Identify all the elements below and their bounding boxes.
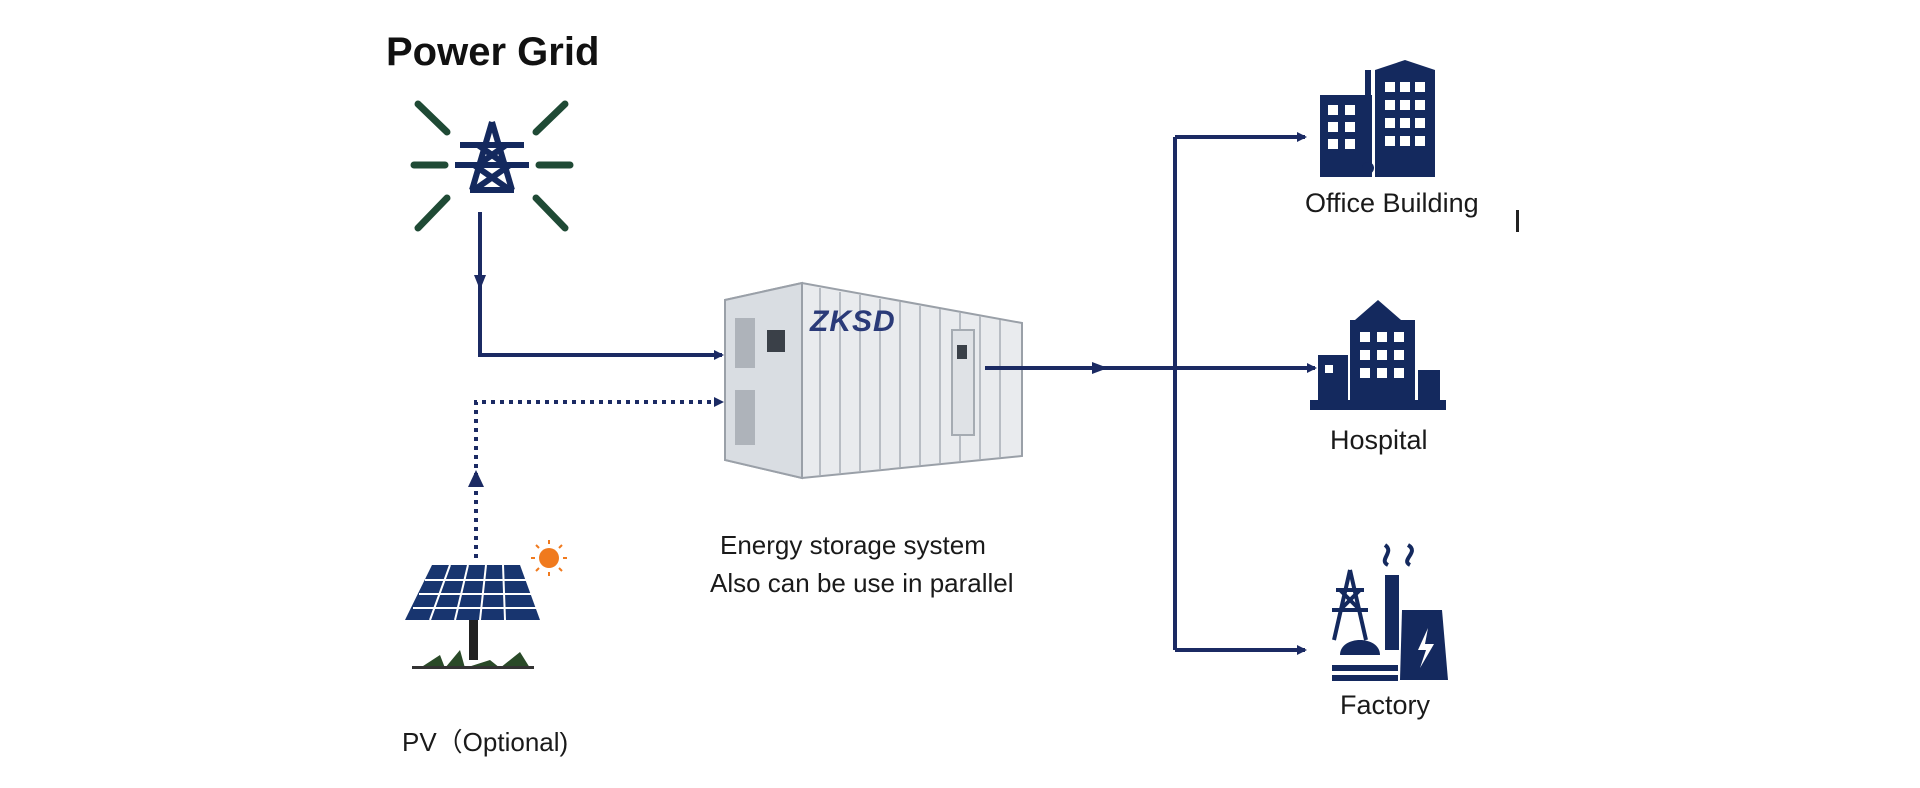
pv-to-storage-flow [474,397,724,558]
factory-icon [1332,543,1448,681]
storage-brand-logo: ZKSD [810,305,896,338]
energy-storage-container-icon [724,281,1023,480]
office-building-icon [1320,60,1435,177]
storage-to-loads-flow [985,132,1317,655]
hospital-icon [1310,300,1446,410]
pv-flow-arrowhead [468,470,484,487]
solar-panel-icon [405,564,540,669]
sun-icon [531,540,567,576]
office-building-label: Office Building [1305,188,1479,218]
factory-label: Factory [1340,690,1431,720]
energy-storage-label: Energy storage system [720,530,986,560]
stray-mark [1516,210,1519,232]
energy-storage-sublabel: Also can be use in parallel [710,568,1014,598]
pv-label: PV（Optional) [402,727,569,757]
power-grid-label: Power Grid [386,30,600,74]
hospital-label: Hospital [1330,425,1428,455]
transmission-tower-icon [410,100,574,232]
grid-to-storage-flow [474,212,724,360]
